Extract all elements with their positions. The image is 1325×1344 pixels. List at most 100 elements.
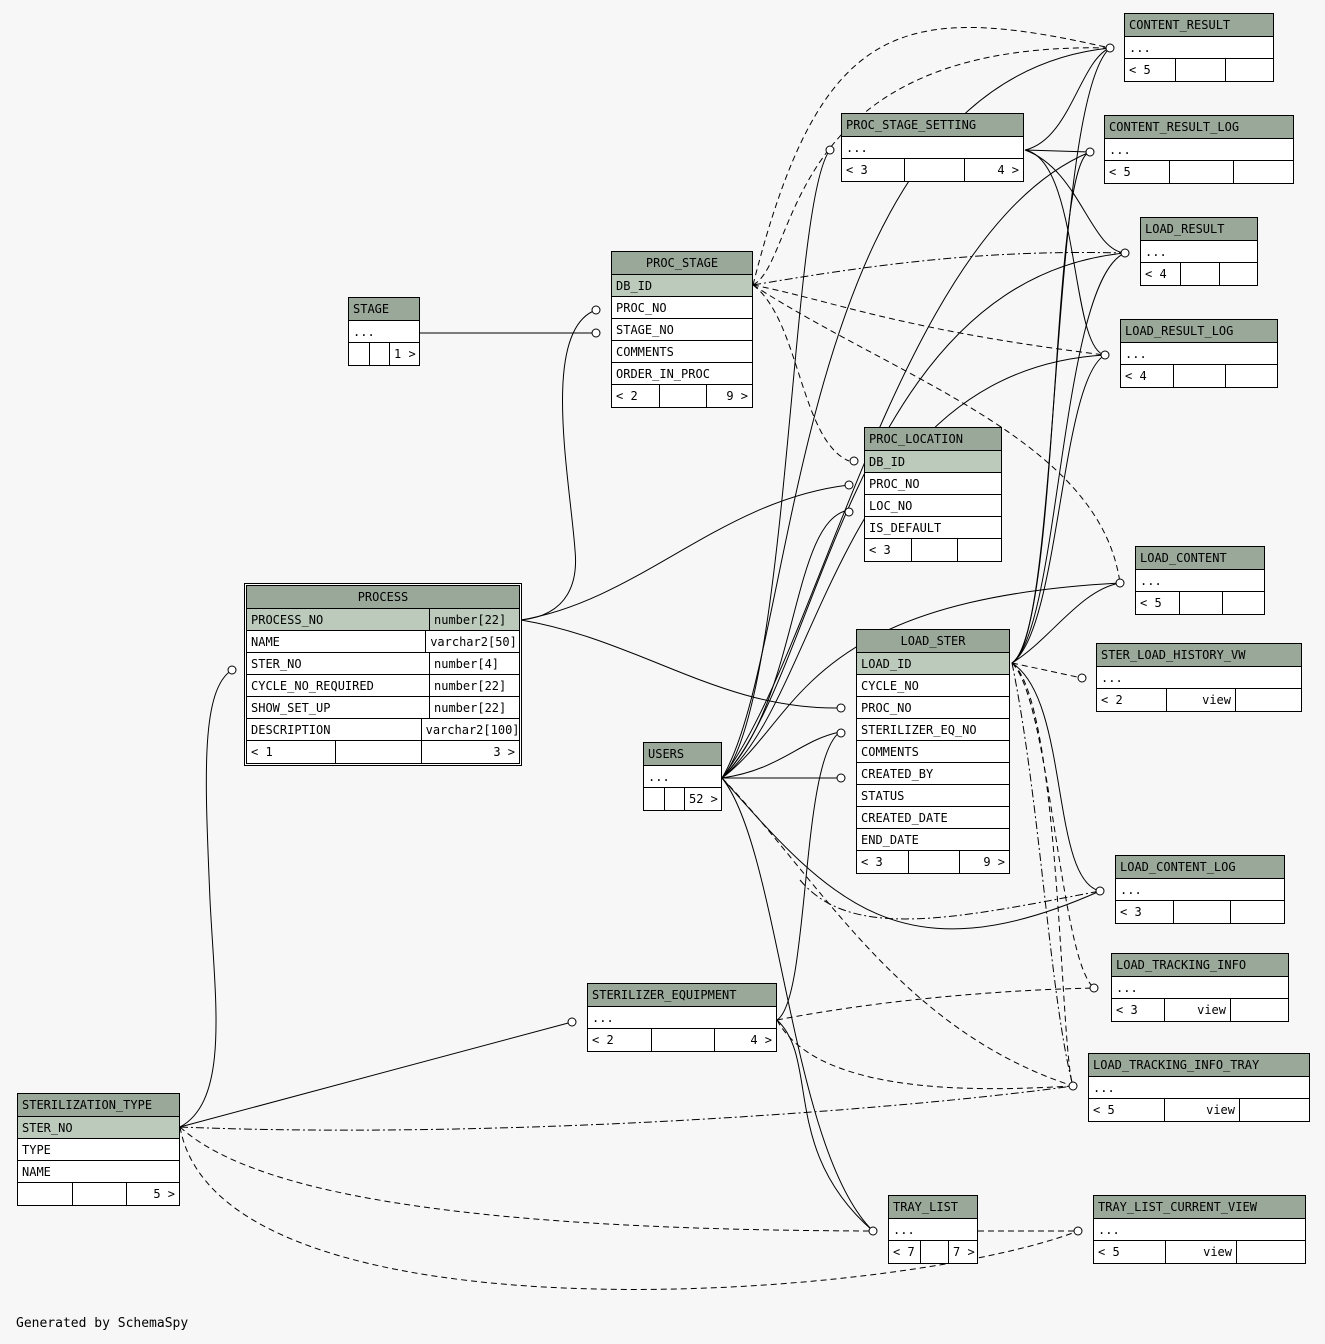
footer-children-count: < 5 — [1093, 1103, 1115, 1117]
table-load-result-log[interactable]: LOAD_RESULT_LOG ... < 4 — [1120, 319, 1278, 388]
footer-parents-count — [1225, 365, 1277, 387]
table-row: PROC_NO — [857, 697, 1009, 719]
table-load-result[interactable]: LOAD_RESULT ... < 4 — [1140, 217, 1258, 286]
footer-children-count: < 3 — [1116, 1003, 1138, 1017]
footer-children-count — [644, 788, 664, 810]
footer-parents-count — [1235, 689, 1301, 711]
table-load-tracking-info-tray[interactable]: LOAD_TRACKING_INFO_TRAY ... < 5 view — [1088, 1053, 1310, 1122]
table-header: TRAY_LIST_CURRENT_VIEW — [1094, 1196, 1305, 1219]
table-row: ... — [1112, 977, 1288, 999]
table-footer: < 2 9 > — [612, 385, 752, 407]
table-footer: 5 > — [18, 1183, 179, 1205]
column-type: number[22] — [434, 613, 507, 627]
edge-users-content-result — [721, 47, 1111, 779]
table-row: ... — [1141, 241, 1257, 263]
table-proc-stage-setting[interactable]: PROC_STAGE_SETTING ... < 3 4 > — [841, 113, 1024, 182]
table-load-ster[interactable]: LOAD_STER LOAD_ID CYCLE_NO PROC_NO STERI… — [856, 629, 1010, 874]
table-row: ... — [1097, 667, 1301, 689]
table-tray-list-current-view[interactable]: TRAY_LIST_CURRENT_VIEW ... < 5 view — [1093, 1195, 1306, 1264]
table-row: ... — [842, 137, 1023, 159]
table-row: LOAD_ID — [857, 653, 1009, 675]
footer-children-count: < 4 — [1145, 267, 1167, 281]
edge-loadster-dashed-tray — [1011, 662, 1074, 1087]
edge-procstage-dashdot-loadresult — [752, 251, 1126, 286]
table-load-content-log[interactable]: LOAD_CONTENT_LOG ... < 3 — [1115, 855, 1285, 924]
table-row: DB_ID — [612, 275, 752, 297]
table-header: LOAD_STER — [857, 630, 1009, 653]
table-row: ... — [1089, 1077, 1309, 1099]
table-row: END_DATE — [857, 829, 1009, 851]
edge-pss-load-result-log — [1024, 149, 1106, 356]
edge-sterilizer-tray-list — [776, 1019, 874, 1232]
edge-procstage-dashed-a — [752, 47, 1111, 286]
table-load-tracking-info[interactable]: LOAD_TRACKING_INFO ... < 3 view — [1111, 953, 1289, 1022]
table-users[interactable]: USERS ... 52 > — [643, 742, 722, 811]
table-row: ... — [1105, 139, 1293, 161]
table-row: IS_DEFAULT — [865, 517, 1001, 539]
table-footer: < 2 view — [1097, 689, 1301, 711]
footer-parents-count — [1219, 263, 1257, 285]
table-row: ... — [1121, 343, 1277, 365]
table-row: NAME — [18, 1161, 179, 1183]
table-stage[interactable]: STAGE ... 1 > — [348, 297, 420, 366]
edge-process-load-ster — [520, 619, 841, 709]
edge-stertype-process — [179, 669, 233, 1128]
footer-parents-count: 5 > — [126, 1183, 179, 1205]
edge-sterilizer-dashdot-contentlog — [799, 879, 1101, 920]
footer-children-count: < 5 — [1140, 596, 1162, 610]
table-row: DESCRIPTION varchar2[100] — [247, 719, 519, 741]
column-name: SHOW_SET_UP — [247, 697, 430, 718]
edge-pss-content-result — [1024, 47, 1111, 151]
generated-by-text: Generated by SchemaSpy — [16, 1316, 189, 1331]
table-proc-location[interactable]: PROC_LOCATION DB_ID PROC_NO LOC_NO IS_DE… — [864, 427, 1002, 562]
table-row: SHOW_SET_UP number[22] — [247, 697, 519, 719]
edge-loadster-load-result-log — [1011, 354, 1106, 664]
table-header: LOAD_TRACKING_INFO_TRAY — [1089, 1054, 1309, 1077]
table-header: LOAD_CONTENT — [1136, 547, 1264, 570]
table-footer: 1 > — [349, 343, 419, 365]
table-footer: < 4 — [1141, 263, 1257, 285]
column-type: number[4] — [434, 657, 500, 671]
table-process[interactable]: PROCESS PROCESS_NO number[22] NAME varch… — [244, 583, 522, 766]
edge-process-proc-stage — [520, 309, 597, 621]
footer-children-count: < 2 — [592, 1033, 614, 1047]
table-row: ... — [1094, 1219, 1305, 1241]
footer-rows — [369, 343, 389, 365]
table-sterilizer-equipment[interactable]: STERILIZER_EQUIPMENT ... < 2 4 > — [587, 983, 777, 1052]
edge-procstage-dashed-top — [752, 27, 1111, 286]
table-sterilization-type[interactable]: STERILIZATION_TYPE STER_NO TYPE NAME 5 > — [17, 1093, 180, 1206]
footer-parents-count — [1225, 59, 1273, 81]
table-row: CREATED_BY — [857, 763, 1009, 785]
table-content-result[interactable]: CONTENT_RESULT ... < 5 — [1124, 13, 1274, 82]
edge-process-proc-location — [520, 484, 850, 621]
edge-users-load-result-log — [721, 354, 1106, 779]
edge-users-load-ster-eq — [721, 731, 841, 779]
table-load-content[interactable]: LOAD_CONTENT ... < 5 — [1135, 546, 1265, 615]
footer-children-count: < 2 — [616, 389, 638, 403]
table-footer: < 3 — [865, 539, 1001, 561]
footer-rows — [1179, 592, 1222, 614]
column-name: NAME — [247, 631, 427, 652]
table-header: CONTENT_RESULT — [1125, 14, 1273, 37]
footer-children-count — [349, 343, 369, 365]
column-name: CYCLE_NO_REQUIRED — [247, 675, 430, 696]
table-content-result-log[interactable]: CONTENT_RESULT_LOG ... < 5 — [1104, 115, 1294, 184]
table-ster-load-history-vw[interactable]: STER_LOAD_HISTORY_VW ... < 2 view — [1096, 643, 1302, 712]
edge-stertype-sterilizer — [179, 1021, 573, 1128]
footer-parents-count — [957, 539, 1001, 561]
table-row: CYCLE_NO_REQUIRED number[22] — [247, 675, 519, 697]
table-footer: < 7 7 > — [889, 1241, 977, 1263]
table-footer: < 5 — [1125, 59, 1273, 81]
table-row: STER_NO — [18, 1117, 179, 1139]
table-row: PROC_NO — [612, 297, 752, 319]
table-tray-list[interactable]: TRAY_LIST ... < 7 7 > — [888, 1195, 978, 1264]
footer-children-count: < 5 — [1109, 165, 1131, 179]
footer-parents-count: 3 > — [421, 741, 519, 763]
table-header: LOAD_TRACKING_INFO — [1112, 954, 1288, 977]
table-row: CREATED_DATE — [857, 807, 1009, 829]
table-row: COMMENTS — [857, 741, 1009, 763]
table-row: STATUS — [857, 785, 1009, 807]
table-proc-stage[interactable]: PROC_STAGE DB_ID PROC_NO STAGE_NO COMMEN… — [611, 251, 753, 408]
footer-rows — [1173, 901, 1230, 923]
